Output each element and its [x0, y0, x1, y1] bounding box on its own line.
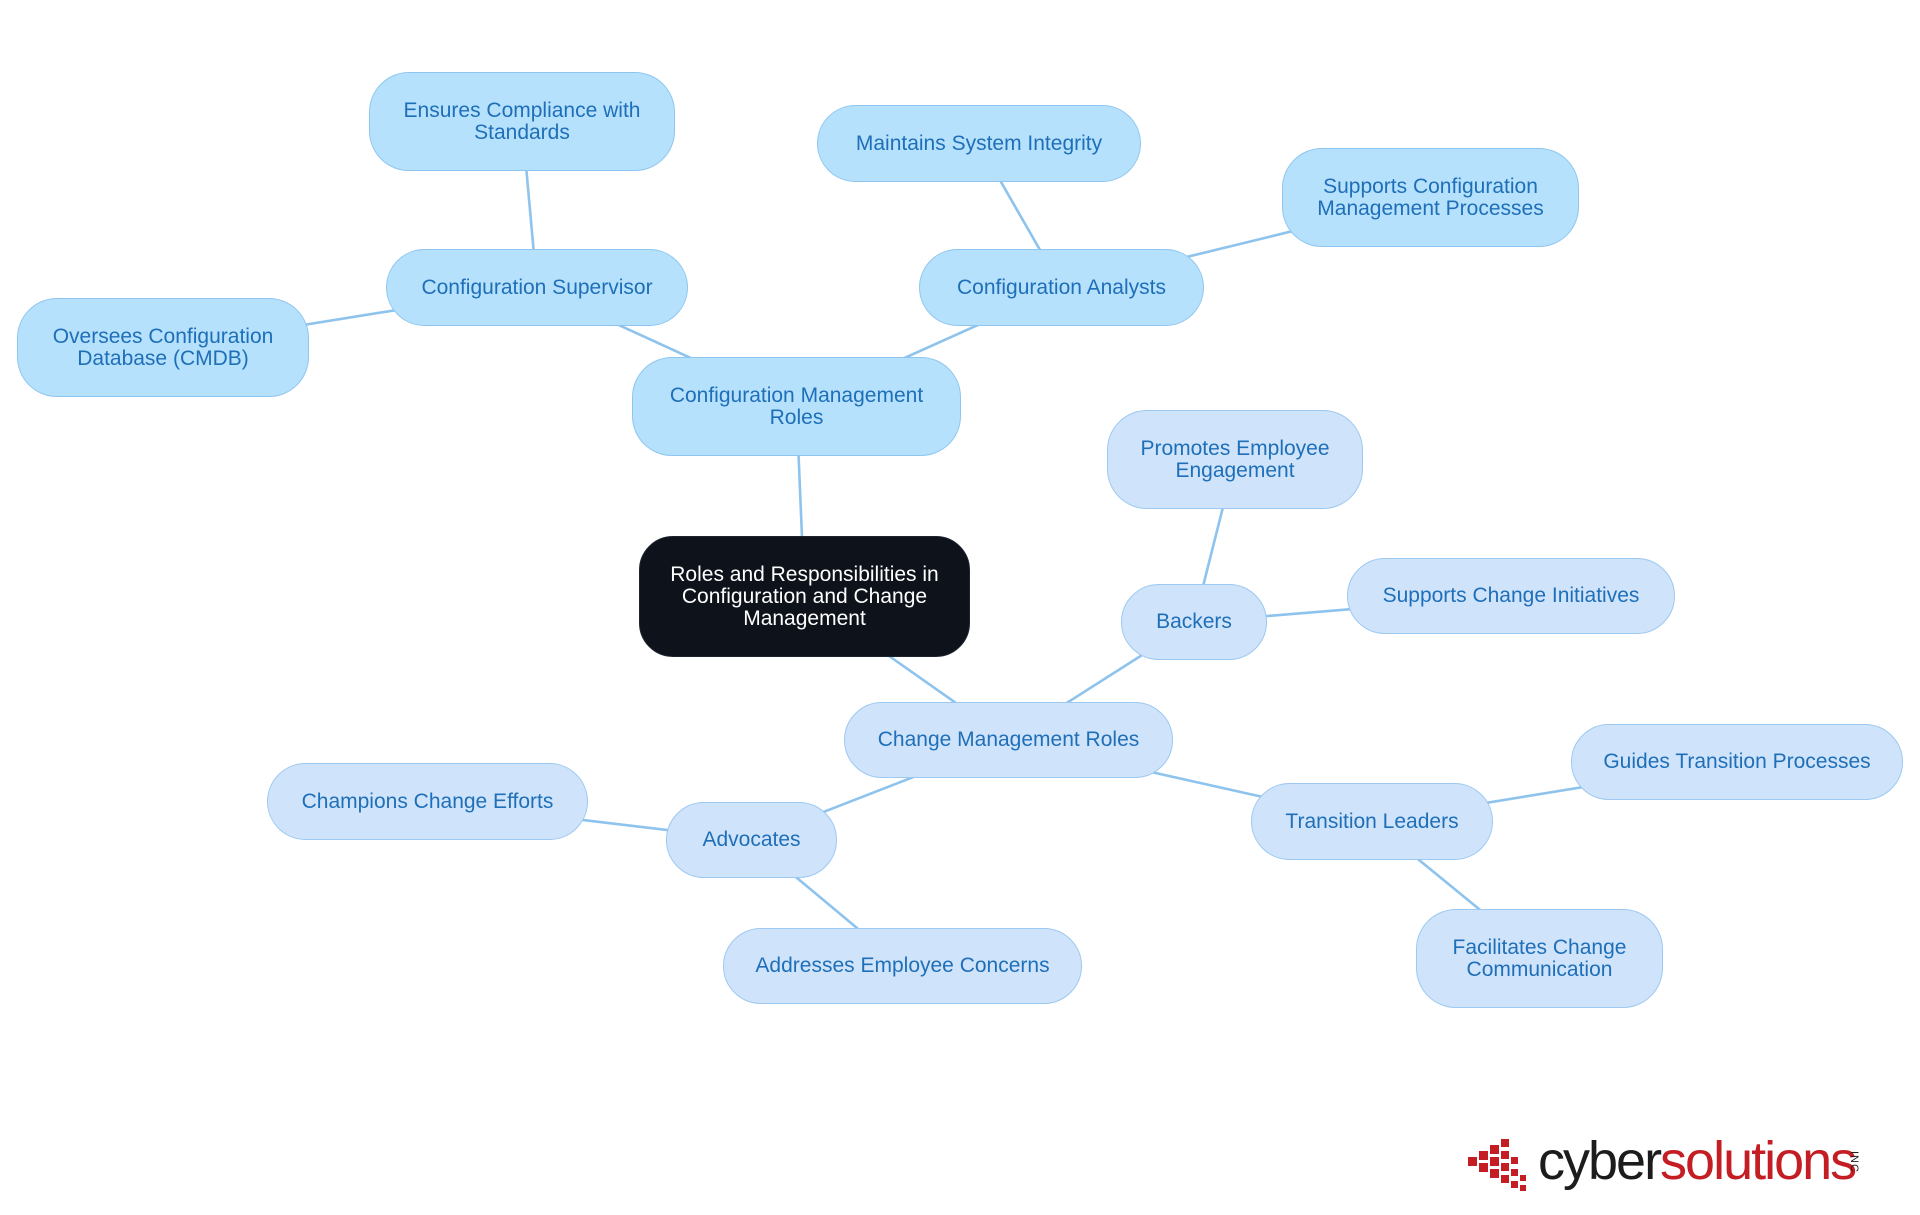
node-backers[interactable]: Backers	[1121, 584, 1267, 660]
node-advocates[interactable]: Advocates	[666, 802, 837, 878]
node-transition-leaders[interactable]: Transition Leaders	[1251, 783, 1493, 860]
node-guides-transition-processes[interactable]: Guides Transition Processes	[1571, 724, 1903, 800]
node-label: Champions Change Efforts	[301, 789, 554, 813]
node-label-line: Change Management Roles	[877, 728, 1140, 751]
node-label-line: Configuration Management	[669, 383, 924, 407]
node-label-line: Database (CMDB)	[77, 346, 249, 370]
node-label: Change Management Roles	[878, 729, 1140, 751]
node-label-line: Oversees Configuration	[52, 324, 274, 348]
node-label-line: Roles	[769, 405, 824, 429]
node-label-line: Engagement	[1175, 458, 1295, 482]
node-label-line: Promotes Employee	[1140, 436, 1330, 460]
node-label-line: Supports Change Initiatives	[1382, 584, 1640, 607]
node-supports-change-initiatives[interactable]: Supports Change Initiatives	[1347, 558, 1675, 634]
node-label-line: Facilitates Change	[1452, 935, 1627, 959]
node-label: Addresses Employee Concerns	[755, 955, 1049, 977]
node-label-line: Configuration Analysts	[957, 275, 1166, 299]
node-change-management-roles[interactable]: Change Management Roles	[844, 702, 1173, 778]
node-label-line: Advocates	[702, 828, 801, 851]
node-label: Configuration Supervisor	[421, 275, 653, 299]
cybersolutions-pixel-mark-icon	[1468, 1139, 1526, 1191]
cybersolutions-logo: cybersolutions INC	[1468, 1125, 1878, 1203]
node-label-line: Champions Change Efforts	[301, 789, 554, 813]
node-label-line: Management Processes	[1317, 196, 1544, 220]
node-label-line: Addresses Employee Concerns	[755, 954, 1050, 977]
node-label: Guides Transition Processes	[1603, 751, 1870, 773]
node-maintains-system-integrity[interactable]: Maintains System Integrity	[817, 105, 1141, 182]
node-label-line: Supports Configuration	[1323, 174, 1538, 198]
node-label: Configuration Analysts	[957, 275, 1166, 299]
node-label-line: Standards	[474, 120, 570, 144]
node-configuration-supervisor[interactable]: Configuration Supervisor	[386, 249, 688, 326]
node-label-line: Backers	[1156, 610, 1232, 633]
node-label-line: Configuration and Change	[681, 584, 928, 608]
node-champions-change-efforts[interactable]: Champions Change Efforts	[267, 763, 588, 840]
node-label: Maintains System Integrity	[855, 131, 1103, 155]
logo-wordmark: cybersolutions	[1538, 1131, 1857, 1191]
node-label-line: Transition Leaders	[1285, 809, 1459, 833]
node-label-line: Configuration Supervisor	[421, 275, 653, 299]
node-configuration-analysts[interactable]: Configuration Analysts	[919, 249, 1204, 326]
logo-suffix: INC	[1848, 1151, 1860, 1173]
node-label: Advocates	[702, 829, 800, 851]
node-label: Transition Leaders	[1285, 809, 1459, 833]
node-label-line: Roles and Responsibilities in	[670, 562, 939, 586]
node-label-line: Maintains System Integrity	[855, 131, 1103, 155]
node-addresses-employee-concerns[interactable]: Addresses Employee Concerns	[723, 928, 1082, 1004]
node-label: Supports Change Initiatives	[1383, 585, 1640, 607]
node-label-line: Management	[743, 606, 866, 630]
node-label-line: Ensures Compliance with	[403, 98, 641, 122]
node-label-line: Guides Transition Processes	[1603, 750, 1871, 773]
node-label-line: Communication	[1466, 957, 1613, 981]
node-label: Backers	[1156, 611, 1232, 633]
